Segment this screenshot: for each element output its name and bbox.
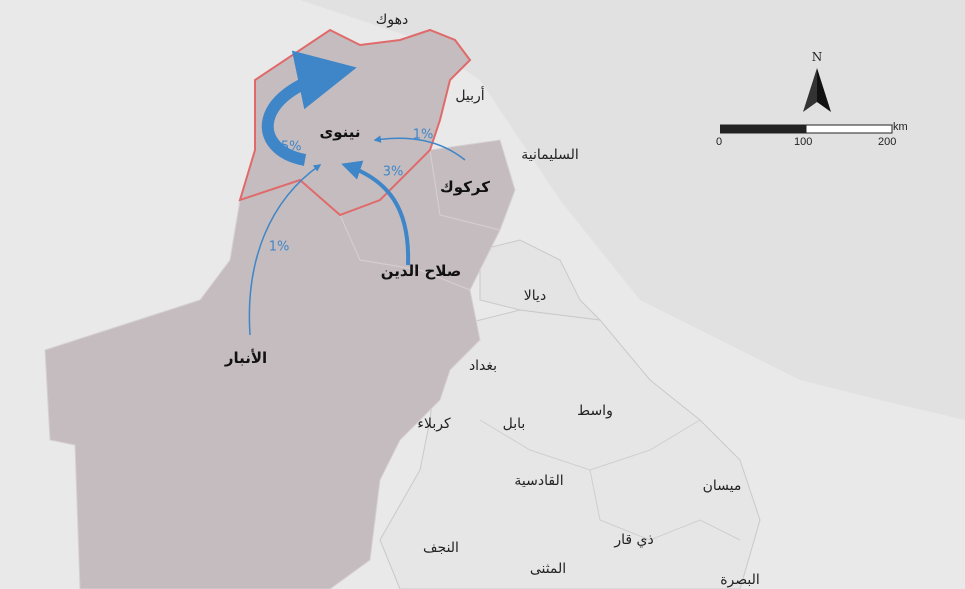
flow-arrow-anbar: [248, 164, 322, 336]
diyala-region: [479, 239, 602, 321]
scale-tick-0: 0: [716, 136, 723, 148]
salah-al-din-border: [339, 214, 471, 291]
mountain-terrain: [300, 0, 965, 420]
label-najaf: النجف: [423, 540, 459, 556]
flow-arrow-kirkuk: [373, 135, 466, 161]
flow-arrow-ninawa: [261, 50, 357, 166]
flow-arrow-salah-al-din: [341, 160, 411, 266]
scale-tick-200: 200: [878, 136, 897, 148]
label-wasit: واسط: [577, 403, 613, 419]
label-ninawa: نينوى: [319, 123, 361, 141]
north-arrow-icon: [803, 68, 831, 112]
scale-unit: km: [893, 121, 908, 133]
governorate-borders-2: [589, 469, 741, 541]
kirkuk-border: [429, 149, 501, 231]
scale-tick-100: 100: [794, 136, 813, 148]
flow-percent-ninawa: 95%: [272, 139, 302, 155]
label-anbar: الأنبار: [224, 349, 268, 367]
scale-bar-graphic: [720, 124, 893, 134]
flow-percent-anbar: 1%: [268, 239, 290, 255]
label-erbil: أربيل: [455, 88, 485, 104]
label-duhok: دهوك: [375, 12, 409, 28]
label-salah-al-din: صلاح الدين: [380, 262, 462, 280]
flow-percent-kirkuk: 1%: [412, 127, 434, 143]
scale-bar: km 0 100 200: [716, 121, 916, 154]
label-kirkuk: كركوك: [440, 178, 490, 196]
label-baghdad: بغداد: [468, 358, 498, 374]
label-diyala: ديالا: [523, 288, 547, 304]
label-sulaymaniyah: السليمانية: [521, 147, 579, 163]
label-basra: البصرة: [720, 572, 760, 588]
north-label: N: [811, 50, 823, 64]
north-arrow: N: [797, 50, 837, 120]
label-qadisiyah: القادسية: [514, 473, 564, 489]
label-babil: بابل: [502, 416, 526, 432]
label-dhi-qar: ذي قار: [614, 532, 654, 548]
label-karbala: كربلاء: [417, 416, 451, 432]
flow-percent-salah-al-din: 3%: [382, 164, 404, 180]
label-maysan: ميسان: [702, 478, 742, 494]
label-muthanna: المثنى: [529, 561, 567, 577]
